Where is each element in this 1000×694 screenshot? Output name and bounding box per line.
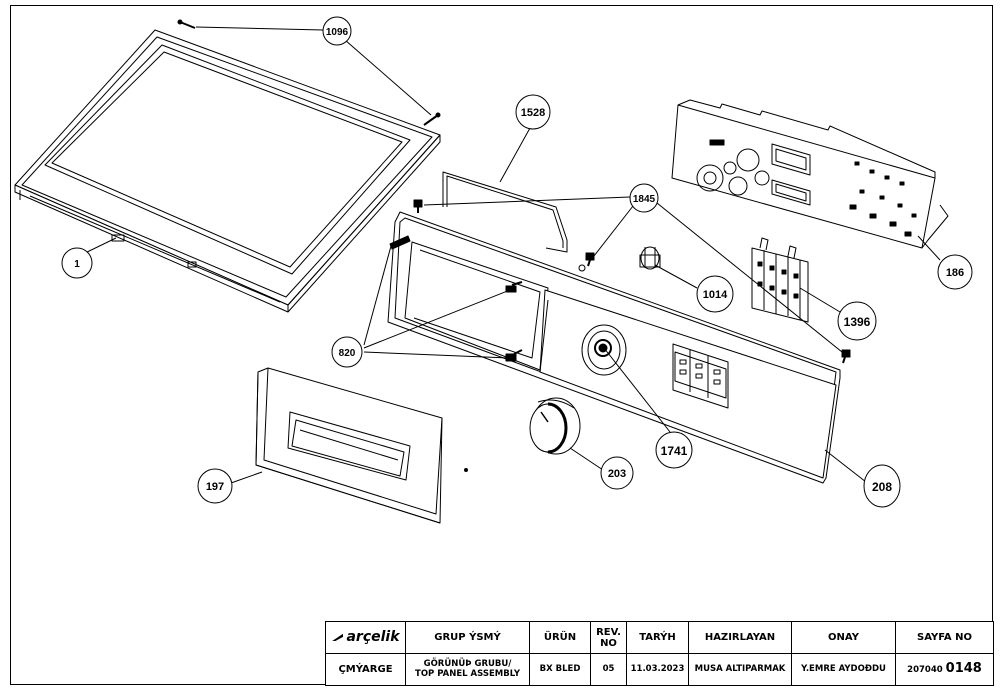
date-header: TARÝH (626, 621, 689, 654)
svg-text:203: 203 (608, 468, 626, 480)
clip-820-parts (389, 235, 523, 362)
svg-text:208: 208 (872, 480, 892, 494)
product-value: BX BLED (529, 653, 591, 686)
svg-text:1: 1 (74, 259, 80, 270)
screw-1845-parts (413, 199, 851, 364)
approval-value: Y.EMRE AYDOÐDU (791, 653, 896, 686)
prepared-header: HAZIRLAYAN (688, 621, 792, 654)
callout-203: 203 (600, 456, 634, 490)
callout-1741: 1741 (655, 431, 693, 469)
button-block-part-1396 (751, 237, 809, 323)
callout-820: 820 (331, 336, 363, 368)
svg-text:1528: 1528 (521, 107, 545, 119)
wire-frame-part (442, 171, 568, 253)
callout-1396: 1396 (837, 301, 877, 341)
svg-text:186: 186 (946, 267, 964, 279)
svg-text:197: 197 (206, 481, 224, 493)
svg-text:1396: 1396 (844, 315, 871, 329)
callout-186: 186 (937, 254, 973, 290)
drawer-front-part-197 (255, 367, 443, 524)
screw-1096-parts (177, 19, 441, 126)
callout-1: 1 (61, 247, 93, 279)
callout-1014: 1014 (696, 275, 734, 313)
svg-text:1096: 1096 (326, 27, 349, 38)
knob-part-203 (529, 397, 581, 455)
company-logo: arçelik (325, 621, 406, 654)
callout-1096: 1096 (322, 16, 352, 46)
callout-197: 197 (197, 468, 233, 504)
svg-text:820: 820 (339, 348, 356, 359)
date-value: 11.03.2023 (626, 653, 689, 686)
callout-1528: 1528 (515, 94, 551, 130)
svg-text:1741: 1741 (661, 444, 688, 458)
control-panel-part (387, 211, 841, 484)
prepared-value: MUSA ALTIPARMAK (688, 653, 792, 686)
rev-no-value: 05 (590, 653, 627, 686)
group-name-header: GRUP ÝSMÝ (405, 621, 530, 654)
pcb-part-186 (671, 99, 949, 249)
title-block: arçelik GRUP ÝSMÝ ÜRÜN REV. NO TARÝH HAZ… (325, 621, 994, 686)
department-label: ÇMÝARGE (325, 653, 406, 686)
callout-208: 208 (863, 464, 901, 508)
group-name-value: GÖRÜNÜÞ GRUBU/ TOP PANEL ASSEMBLY (405, 653, 530, 686)
top-lid-part (14, 29, 441, 313)
svg-text:1845: 1845 (633, 194, 656, 205)
svg-text:1014: 1014 (703, 289, 728, 301)
callout-1845: 1845 (629, 183, 659, 213)
callout-markers: 1096 1528 1845 1 186 1014 (61, 16, 973, 508)
switch-part-1014 (639, 246, 661, 270)
rev-no-header: REV. NO (590, 621, 627, 654)
product-header: ÜRÜN (529, 621, 591, 654)
page-no-header: SAYFA NO (895, 621, 994, 654)
approval-header: ONAY (791, 621, 896, 654)
logo-mark-icon (331, 633, 344, 642)
leader-lines (80, 26, 941, 484)
